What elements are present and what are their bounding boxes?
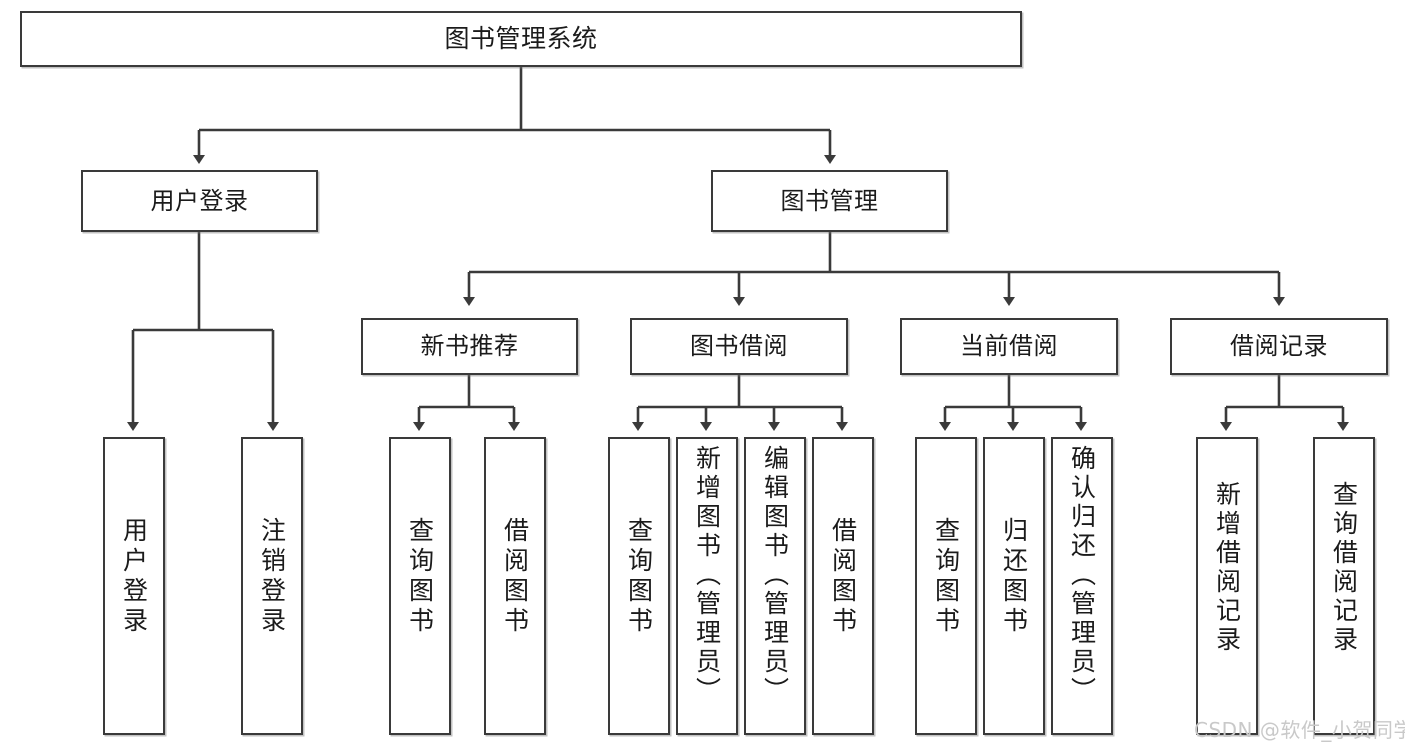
node-label: 借阅图书 bbox=[828, 517, 858, 637]
node-label: 查询图书 bbox=[931, 517, 961, 637]
node-label: 图书管理系统 bbox=[444, 24, 598, 54]
node-label: 编辑图书（管理员） bbox=[760, 445, 790, 706]
leaf-query-book-current[interactable]: 查询图书 bbox=[915, 437, 977, 735]
node-label: 新书推荐 bbox=[420, 332, 519, 361]
node-label: 查询图书 bbox=[624, 517, 654, 637]
node-label: 图书管理 bbox=[780, 186, 879, 215]
node-label: 确认归还（管理员） bbox=[1067, 445, 1097, 706]
leaf-user-login[interactable]: 用户登录 bbox=[103, 437, 165, 735]
node-label: 新增图书（管理员） bbox=[692, 445, 722, 706]
leaf-query-book-borrow[interactable]: 查询图书 bbox=[608, 437, 670, 735]
watermark-text: CSDN @软件_小贺同学 bbox=[1194, 718, 1405, 742]
node-label: 查询借阅记录 bbox=[1329, 481, 1359, 655]
node-label: 注销登录 bbox=[257, 517, 287, 637]
node-label: 查询图书 bbox=[405, 517, 435, 637]
node-book-management[interactable]: 图书管理 bbox=[711, 170, 948, 232]
node-label: 归还图书 bbox=[999, 517, 1029, 637]
node-label: 借阅图书 bbox=[500, 517, 530, 637]
node-label: 用户登录 bbox=[119, 517, 149, 637]
leaf-return-book[interactable]: 归还图书 bbox=[983, 437, 1045, 735]
node-root-system[interactable]: 图书管理系统 bbox=[20, 11, 1022, 67]
leaf-query-book-recommend[interactable]: 查询图书 bbox=[389, 437, 451, 735]
node-label: 图书借阅 bbox=[690, 332, 788, 361]
leaf-edit-book-admin[interactable]: 编辑图书（管理员） bbox=[744, 437, 806, 735]
leaf-borrow-book-recommend[interactable]: 借阅图书 bbox=[484, 437, 546, 735]
node-book-borrow[interactable]: 图书借阅 bbox=[630, 318, 848, 375]
csdn-watermark: CSDN @软件_小贺同学 bbox=[1194, 714, 1405, 743]
node-current-borrow[interactable]: 当前借阅 bbox=[900, 318, 1118, 375]
node-label: 新增借阅记录 bbox=[1212, 481, 1242, 655]
leaf-logout[interactable]: 注销登录 bbox=[241, 437, 303, 735]
node-label: 当前借阅 bbox=[960, 332, 1058, 361]
node-borrow-record[interactable]: 借阅记录 bbox=[1170, 318, 1388, 375]
node-label: 借阅记录 bbox=[1230, 332, 1328, 361]
leaf-borrow-book[interactable]: 借阅图书 bbox=[812, 437, 874, 735]
node-new-book-recommend[interactable]: 新书推荐 bbox=[361, 318, 578, 375]
node-user-login[interactable]: 用户登录 bbox=[81, 170, 318, 232]
leaf-query-borrow-record[interactable]: 查询借阅记录 bbox=[1313, 437, 1375, 735]
leaf-add-book-admin[interactable]: 新增图书（管理员） bbox=[676, 437, 738, 735]
node-label: 用户登录 bbox=[150, 186, 249, 215]
leaf-confirm-return-admin[interactable]: 确认归还（管理员） bbox=[1051, 437, 1113, 735]
leaf-add-borrow-record[interactable]: 新增借阅记录 bbox=[1196, 437, 1258, 735]
